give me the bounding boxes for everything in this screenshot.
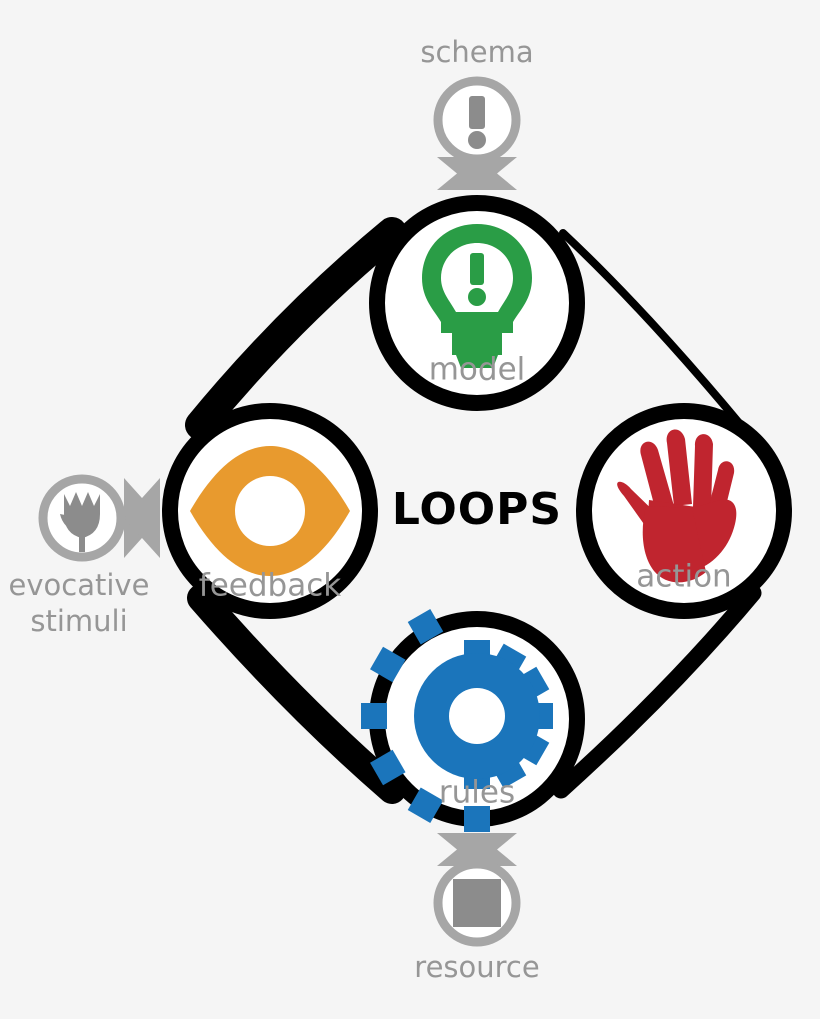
schema-label: schema	[420, 35, 533, 69]
model-label: model	[429, 352, 526, 388]
action-label: action	[636, 559, 731, 595]
connector-model-to-action	[559, 229, 744, 428]
square-glyph	[453, 879, 501, 927]
evocative-stimuli-label-line2: stimuli	[30, 604, 127, 638]
external-node-resource[interactable]: resource	[414, 833, 540, 984]
evocative-stimuli-label-line1: evocative	[9, 568, 150, 602]
open-hand-icon	[617, 429, 737, 583]
arrow-down-icon-tail	[437, 157, 517, 190]
lightbulb-exclamation-icon	[422, 224, 532, 368]
node-model[interactable]: model	[369, 195, 585, 411]
external-node-schema[interactable]: schema	[420, 35, 534, 190]
node-rules[interactable]: rules	[361, 609, 585, 832]
connector-action-to-rules	[552, 584, 762, 799]
connector-rules-to-feedback	[187, 584, 406, 804]
exclamation-dot	[468, 131, 486, 149]
arrow-up-icon-tail	[437, 833, 517, 866]
exclamation-bar	[469, 96, 485, 129]
node-action[interactable]: action	[576, 403, 792, 619]
gear-icon	[361, 609, 553, 832]
connector-ring	[185, 217, 762, 804]
connector-feedback-to-model	[185, 217, 407, 440]
eye-icon	[190, 446, 350, 576]
feedback-label: feedback	[199, 568, 341, 604]
arrow-right-icon-tail	[124, 478, 160, 558]
node-feedback[interactable]: feedback	[162, 403, 378, 619]
external-node-evocative-stimuli[interactable]: evocative stimuli	[9, 474, 160, 638]
resource-label: resource	[414, 950, 539, 984]
flower-icon	[60, 492, 100, 552]
page-title: LOOPS	[392, 484, 562, 535]
rules-label: rules	[439, 775, 515, 811]
